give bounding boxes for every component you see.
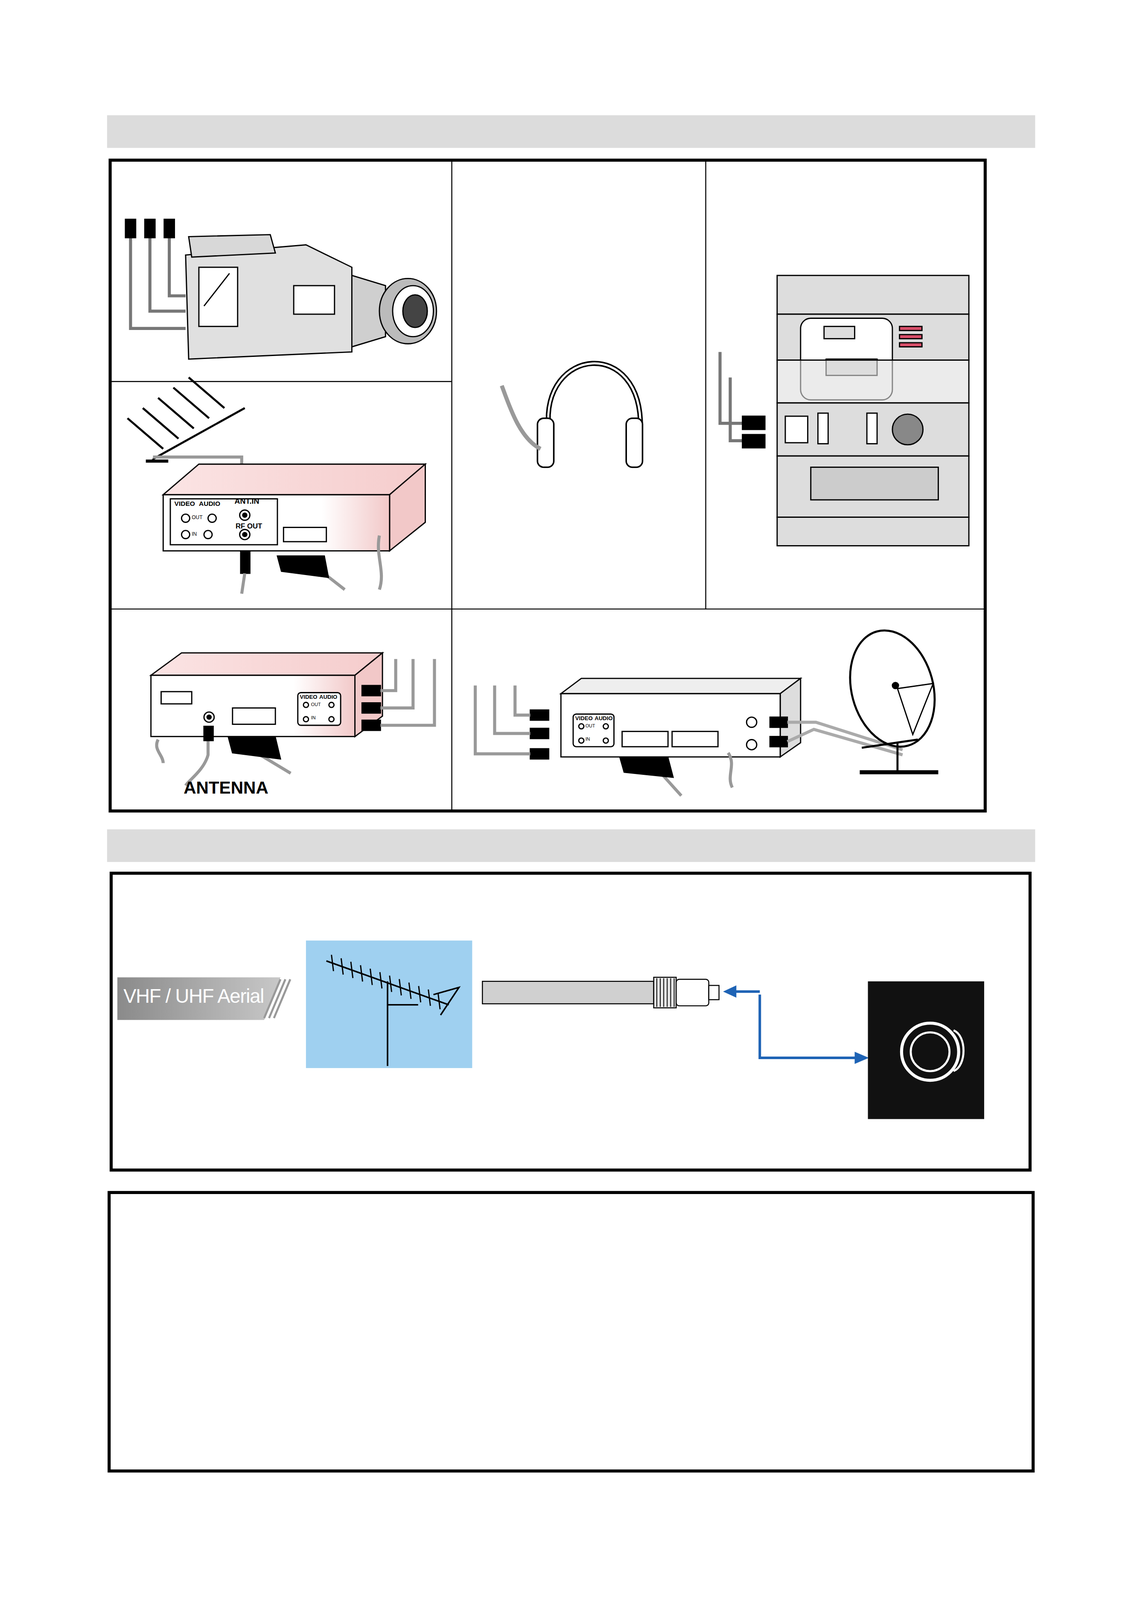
satellite-receiver xyxy=(475,620,948,796)
vcr-antenna xyxy=(127,377,426,594)
jack-label: AUDIO xyxy=(198,500,221,508)
jack-label: IN xyxy=(311,715,316,721)
jack-label: OUT xyxy=(311,702,321,708)
aerial-section xyxy=(306,940,985,1119)
banner-label: VHF / UHF Aerial xyxy=(117,976,299,1020)
jack-label: AUDIO xyxy=(319,694,338,700)
jack-label: IN xyxy=(191,531,197,537)
jack-label: OUT xyxy=(191,515,203,521)
jack-label: IN xyxy=(585,737,591,743)
jack-label: VIDEO xyxy=(300,694,318,700)
frames xyxy=(109,160,1034,1471)
header-band xyxy=(107,115,1036,148)
jack-label: AUDIO xyxy=(594,715,613,722)
jack-label: ANT.IN xyxy=(234,497,260,506)
dividers xyxy=(110,160,986,811)
hifi-system xyxy=(719,275,969,546)
header-band xyxy=(107,829,1036,862)
antenna-label: ANTENNA xyxy=(183,779,269,797)
jack-label: VIDEO xyxy=(174,500,196,508)
jack-label: VIDEO xyxy=(575,715,593,722)
banner-text: VHF / UHF Aerial xyxy=(117,976,299,1016)
headphones xyxy=(501,363,643,467)
jack-label: OUT xyxy=(585,724,596,729)
jack-label: RF OUT xyxy=(235,521,263,530)
vcr xyxy=(151,652,435,786)
camcorder xyxy=(125,219,437,359)
